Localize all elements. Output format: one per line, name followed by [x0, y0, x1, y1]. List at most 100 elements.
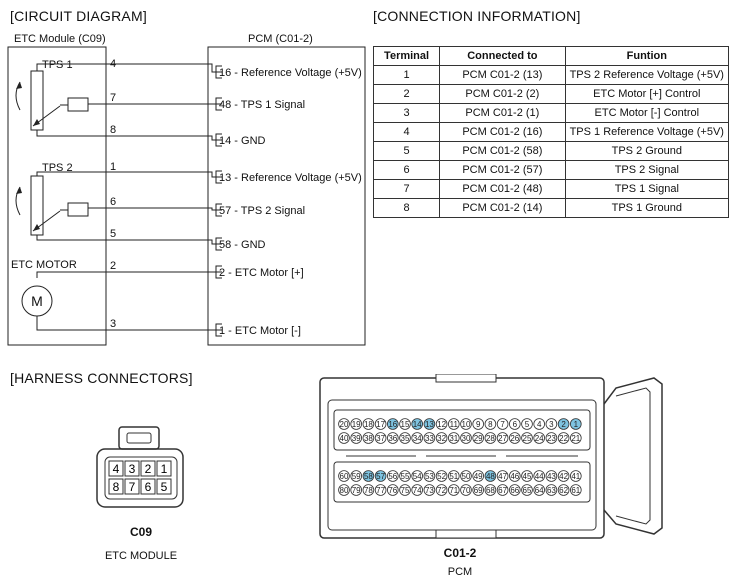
c01-pin-number: 53 [425, 472, 434, 481]
c01-pin [569, 484, 582, 496]
c01-pin [533, 418, 546, 430]
c01-pin [545, 418, 558, 430]
c01-pin [362, 484, 375, 496]
c01-pin [448, 418, 460, 430]
c01-pin [496, 432, 509, 444]
c01-pin-number: 71 [449, 486, 458, 495]
table-cell: 7 [372, 179, 441, 199]
c01-title: C01-2 [443, 546, 477, 560]
etc-pin: 8 [110, 124, 116, 136]
c01-pin-number: 32 [437, 434, 446, 443]
table-cell: TPS 2 Signal [564, 160, 729, 180]
table-cell: 1 [372, 65, 441, 85]
c01-pin-number: 75 [401, 486, 410, 495]
etc-pin: 3 [110, 318, 116, 330]
c01-pin-number: 26 [510, 434, 519, 443]
c01-pin [387, 484, 399, 496]
c01-pin-number: 74 [413, 486, 422, 495]
c01-pin-number: 38 [364, 434, 373, 443]
table-header-row: Terminal Connected to Funtion [372, 46, 729, 66]
c01-pin [387, 418, 399, 430]
c01-pin [411, 432, 423, 444]
c01-pin-number: 78 [364, 486, 373, 495]
c01-pin-number: 77 [376, 486, 385, 495]
c01-housing [319, 377, 605, 539]
c01-pin [350, 470, 362, 482]
c01-pin [545, 484, 558, 496]
c01-pin [350, 432, 362, 444]
c01-pin-number: 54 [413, 472, 422, 481]
c01-pin [423, 484, 436, 496]
c01-pin [557, 432, 570, 444]
c01-pin-number: 27 [498, 434, 507, 443]
c01-pin [569, 470, 582, 482]
c01-pin [387, 470, 399, 482]
c01-pin-number: 73 [425, 486, 434, 495]
table-cell: PCM C01-2 (48) [439, 179, 566, 199]
c01-pin-number: 43 [547, 472, 556, 481]
table-cell: 4 [372, 122, 441, 142]
c01-pin [472, 432, 485, 444]
c01-pin [484, 470, 497, 482]
c01-pin [448, 470, 460, 482]
c01-pin-number: 15 [401, 420, 410, 429]
c01-top-key [435, 374, 497, 383]
table-cell: PCM C01-2 (1) [439, 103, 566, 123]
c01-pin-number: 30 [462, 434, 471, 443]
c01-pin-number: 8 [488, 420, 493, 429]
c01-pin [435, 484, 448, 496]
table-cell: PCM C01-2 (57) [439, 160, 566, 180]
c01-pin-number: 6 [513, 420, 518, 429]
header-terminal: Terminal [372, 46, 441, 66]
c01-pin-number: 20 [340, 420, 349, 429]
c01-pin-number: 10 [462, 420, 471, 429]
table-cell: PCM C01-2 (58) [439, 141, 566, 161]
c01-pin-number: 41 [571, 472, 580, 481]
c01-pin [496, 418, 509, 430]
table-cell: PCM C01-2 (13) [439, 65, 566, 85]
c01-pin [460, 432, 472, 444]
c01-pin [423, 470, 436, 482]
c01-pin-number: 13 [425, 420, 434, 429]
tps1-label: TPS 1 [42, 59, 73, 71]
c01-pin-number: 60 [340, 472, 349, 481]
c01-pin-number: 11 [450, 420, 459, 429]
c09-pin-number: 2 [145, 462, 152, 476]
c01-pin [338, 418, 350, 430]
c01-pin [460, 418, 472, 430]
c01-pin-number: 61 [571, 486, 580, 495]
c01-pin [387, 432, 399, 444]
pcm-pin-label: 57 - TPS 2 Signal [219, 205, 305, 217]
pcm-pin-label: 2 - ETC Motor [+] [219, 267, 304, 279]
header-connected-to: Connected to [439, 46, 566, 66]
c01-pin-number: 17 [376, 420, 385, 429]
c01-pin [472, 418, 485, 430]
c01-pin-number: 9 [476, 420, 481, 429]
c01-pin-number: 21 [571, 434, 580, 443]
table-cell: PCM C01-2 (14) [439, 198, 566, 218]
c09-pin [140, 460, 156, 477]
c01-pin [411, 470, 423, 482]
c01-pin [435, 418, 448, 430]
table-cell: TPS 1 Ground [564, 198, 729, 218]
c09-title: C09 [129, 525, 152, 539]
table-cell: PCM C01-2 (16) [439, 122, 566, 142]
c01-pin [521, 418, 533, 430]
table-cell: TPS 2 Ground [564, 141, 729, 161]
c01-pin-number: 12 [437, 420, 446, 429]
c01-pin [496, 484, 509, 496]
c01-pin [484, 484, 497, 496]
c01-pin-number: 39 [352, 434, 361, 443]
c01-pin-number: 7 [500, 420, 505, 429]
c01-pin-number: 68 [486, 486, 495, 495]
c01-pin [338, 470, 350, 482]
c01-pin-number: 66 [510, 486, 519, 495]
c01-pin-number: 42 [559, 472, 568, 481]
tps2-sensor-block [67, 202, 89, 217]
